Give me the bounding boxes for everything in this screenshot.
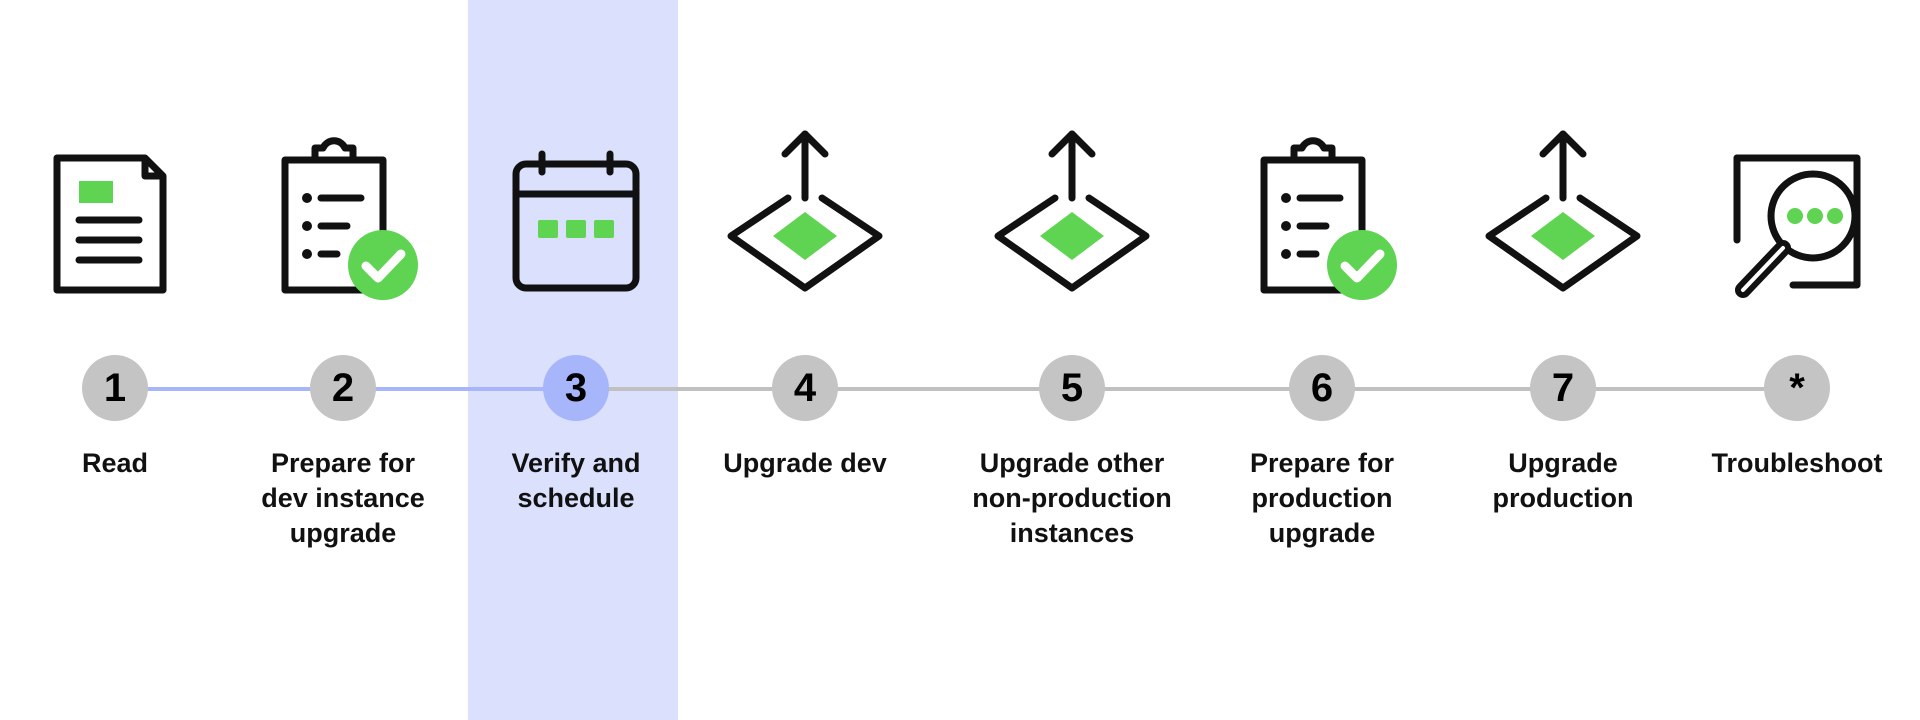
clipboard-check-icon (263, 120, 423, 310)
step-label: Upgrade other non-production instances (972, 448, 1172, 548)
upgrade-arrow-icon (725, 120, 885, 310)
step-3[interactable]: 3 Verify and schedule (456, 0, 696, 720)
progress-track-remaining (576, 387, 1797, 391)
step-2[interactable]: 2 Prepare for dev instance upgrade (223, 0, 463, 720)
step-number-badge: 1 (82, 355, 148, 421)
upgrade-arrow-icon (1483, 120, 1643, 310)
step-number-badge: 3 (543, 355, 609, 421)
step-number-badge: 7 (1530, 355, 1596, 421)
step-label: Troubleshoot (1711, 448, 1883, 478)
step-label: Verify and schedule (511, 448, 641, 513)
step-number-badge: 5 (1039, 355, 1105, 421)
step-6[interactable]: 6 Prepare for production upgrade (1202, 0, 1442, 720)
clipboard-check-icon (1242, 120, 1402, 310)
step-label: Prepare for dev instance upgrade (261, 448, 425, 548)
step-label: Prepare for production upgrade (1249, 448, 1395, 548)
step-5[interactable]: 5 Upgrade other non-production instances (952, 0, 1192, 720)
magnifier-icon (1717, 120, 1877, 310)
upgrade-arrow-icon (992, 120, 1152, 310)
step-number-badge: 6 (1289, 355, 1355, 421)
document-icon (35, 120, 195, 310)
step-number-badge: 2 (310, 355, 376, 421)
step-label: Upgrade dev (723, 448, 887, 478)
step-8[interactable]: * Troubleshoot (1677, 0, 1917, 720)
step-label: Upgrade production (1492, 448, 1634, 513)
calendar-icon (496, 120, 656, 310)
step-label: Read (81, 448, 149, 478)
step-7[interactable]: 7 Upgrade production (1443, 0, 1683, 720)
step-number-badge: * (1764, 355, 1830, 421)
step-4[interactable]: 4 Upgrade dev (685, 0, 925, 720)
step-number-badge: 4 (772, 355, 838, 421)
step-1[interactable]: 1 Read (0, 0, 235, 720)
